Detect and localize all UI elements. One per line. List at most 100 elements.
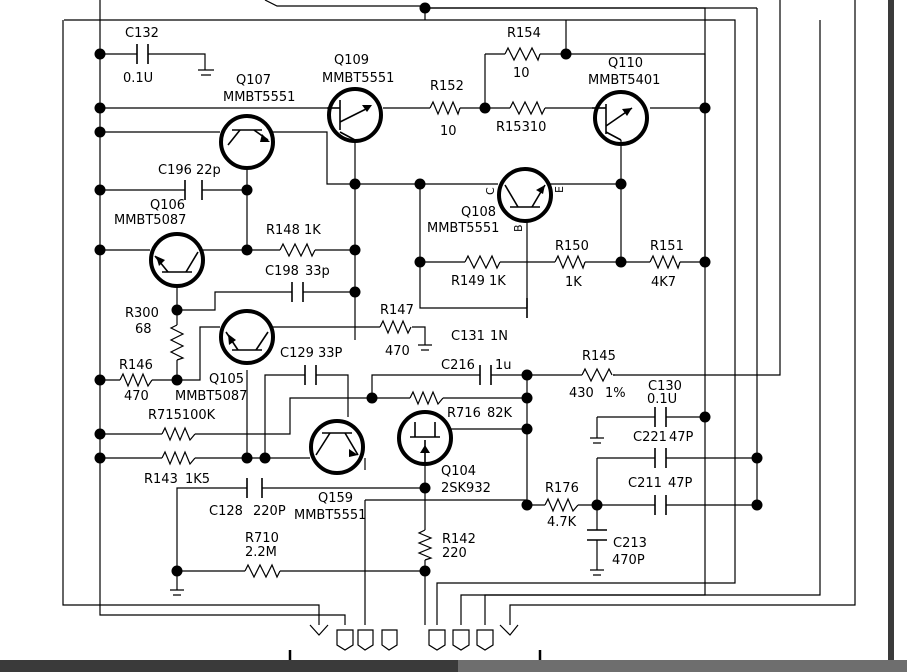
label-q110: Q110 [608, 56, 643, 71]
junction-dot [366, 392, 378, 404]
label-q109: Q109 [334, 53, 369, 68]
junction-dot [349, 178, 361, 190]
resistor-r145 [581, 367, 613, 383]
junction-dot [241, 184, 253, 196]
label-r716: R716 [447, 406, 481, 421]
junction-dot [521, 369, 533, 381]
label-r147: R147 [380, 303, 414, 318]
label-c198-value: 33p [305, 264, 330, 279]
resistor-r176 [544, 497, 579, 513]
label-c211-value: 47P [668, 476, 693, 491]
label-q108-type: MMBT5551 [427, 221, 499, 236]
label-pin-c: C [484, 187, 497, 195]
junction-dot [591, 499, 603, 511]
label-c198: C198 [265, 264, 299, 279]
junction-dot [615, 178, 627, 190]
junction-dot [521, 499, 533, 511]
junction-dot [349, 244, 361, 256]
junction-dot [94, 102, 106, 114]
label-r148: R148 [266, 223, 300, 238]
label-r154: R154 [507, 26, 541, 41]
transistor-q107 [219, 114, 275, 170]
label-r176: R176 [545, 481, 579, 496]
label-c128: C128 [209, 504, 243, 519]
label-q110-type: MMBT5401 [588, 73, 660, 88]
junction-dot [171, 374, 183, 386]
label-q159: Q159 [318, 491, 353, 506]
label-r143-value: 1K5 [185, 472, 210, 487]
resistor-r146 [119, 372, 153, 388]
label-r151: R151 [650, 239, 684, 254]
label-q106-type: MMBT5087 [114, 213, 186, 228]
label-r145: R145 [582, 349, 616, 364]
transistor-q105 [219, 309, 275, 365]
label-c196-value: 22p [196, 163, 221, 178]
label-q159-type: MMBT5551 [294, 508, 366, 523]
label-r154-value: 10 [513, 66, 530, 81]
label-r300: R300 [125, 306, 159, 321]
label-r710: R710 [245, 531, 279, 546]
junction-dot [94, 184, 106, 196]
junction-dot [521, 423, 533, 435]
junction-dot [171, 565, 183, 577]
junction-dot [414, 256, 426, 268]
label-pin-e: E [553, 186, 566, 193]
label-r146: R146 [119, 358, 153, 373]
label-c216: C216 [441, 358, 475, 373]
label-r147-value: 470 [385, 344, 410, 359]
label-q107: Q107 [236, 73, 271, 88]
label-q106: Q106 [150, 198, 185, 213]
junction-dot [94, 428, 106, 440]
resistor-r142 [417, 529, 433, 561]
labels: C132 0.1U Q107 MMBT5551 Q109 MMBT5551 R1… [114, 26, 694, 568]
junction-dot [94, 48, 106, 60]
resistors [119, 46, 681, 579]
junction-dot [94, 374, 106, 386]
label-r145-value: 430 [569, 386, 594, 401]
transistors [149, 87, 649, 475]
label-c213-value: 470P [612, 553, 645, 568]
label-c216-value: 1u [495, 358, 512, 373]
label-r146-value: 470 [124, 389, 149, 404]
label-r153: R15310 [496, 120, 546, 135]
junction-dot [699, 411, 711, 423]
label-r710-value: 2.2M [245, 545, 277, 560]
resistor-r716 [409, 390, 444, 406]
label-c131-value: 1N [490, 329, 508, 344]
label-r716-value: 82K [487, 406, 513, 421]
junction-dot [751, 452, 763, 464]
label-r152-value: 10 [440, 124, 457, 139]
junction-dot [521, 392, 533, 404]
label-q104-type: 2SK932 [441, 481, 491, 496]
junction-dot [560, 48, 572, 60]
label-pin-b: B [512, 224, 525, 232]
label-c221-value: 47P [669, 430, 694, 445]
label-c130: C130 [648, 379, 682, 394]
resistor-r148 [279, 242, 316, 258]
junction-dot [414, 178, 426, 190]
label-c131: C131 [451, 329, 485, 344]
scrollbar-vertical[interactable] [888, 0, 894, 660]
resistor-r154 [504, 46, 541, 62]
label-r150: R150 [555, 239, 589, 254]
label-r715: R715100K [148, 408, 216, 423]
label-c213: C213 [613, 536, 647, 551]
label-r148-value: 1K [304, 223, 321, 238]
junction-dot [479, 102, 491, 114]
label-r151-value: 4K7 [651, 275, 676, 290]
resistor-r710 [244, 563, 281, 579]
junction-dot [419, 2, 431, 14]
connector-pins [288, 624, 542, 660]
transistor-q159 [309, 419, 365, 475]
junction-dot [241, 244, 253, 256]
label-c196: C196 [158, 163, 192, 178]
junction-dot [349, 286, 361, 298]
capacitors [136, 44, 667, 541]
label-c129-value: 33P [318, 346, 343, 361]
label-r149: R149 [451, 274, 485, 289]
transistor-q104 [397, 410, 453, 466]
resistor-r143 [161, 450, 196, 466]
label-r150-value: 1K [565, 275, 582, 290]
wires [62, 0, 856, 625]
